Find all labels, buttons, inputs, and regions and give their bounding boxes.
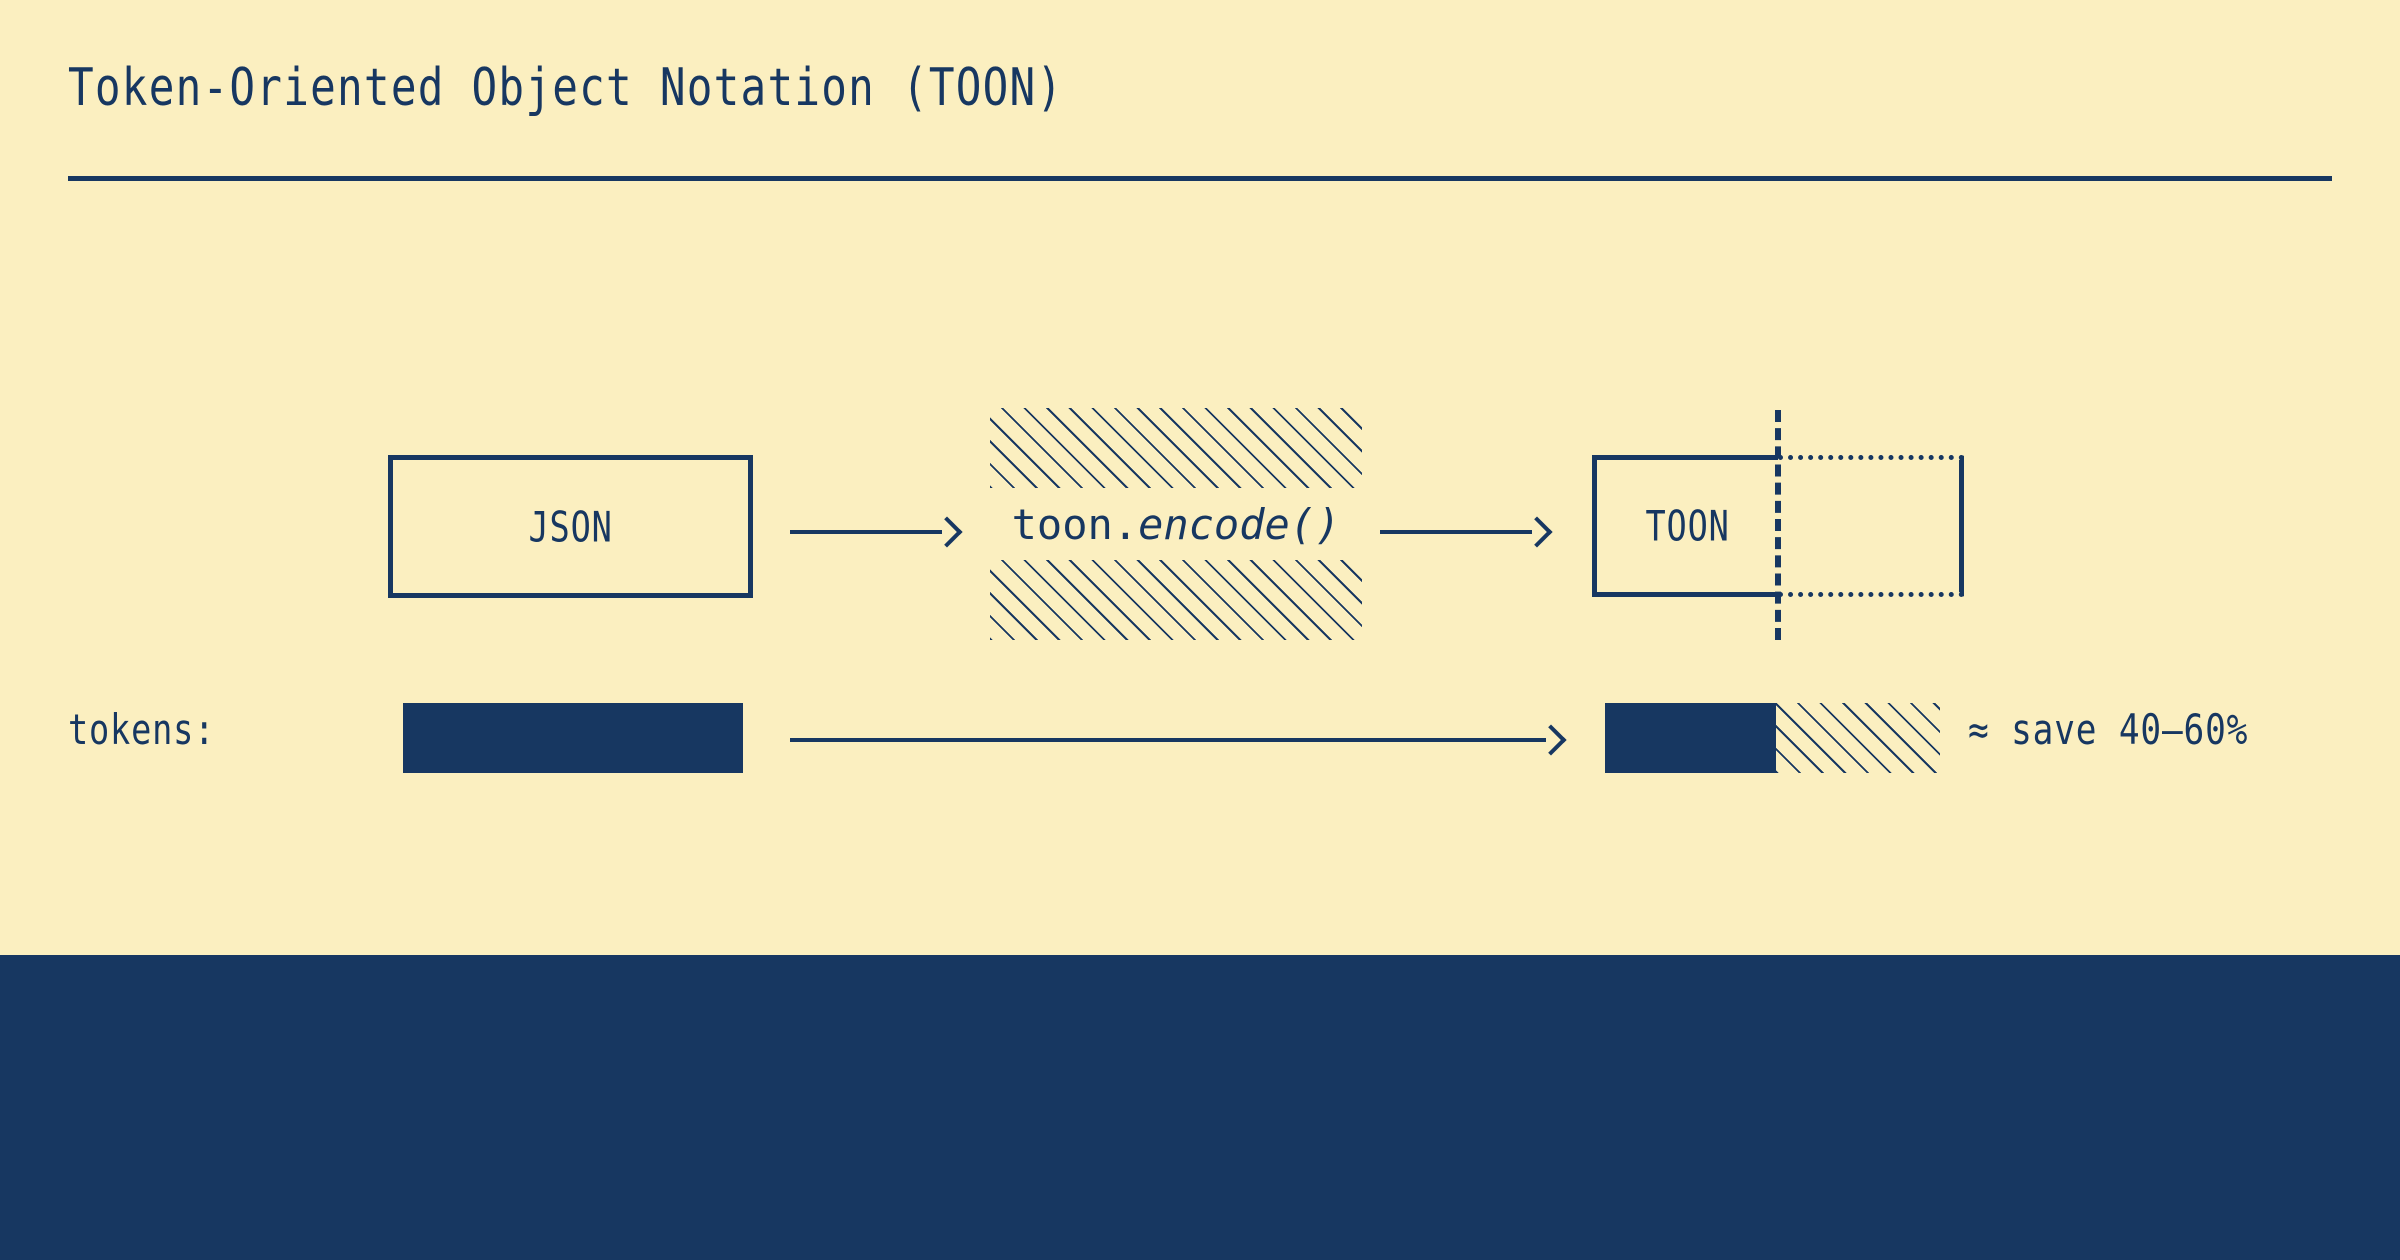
arrow-head (931, 516, 963, 548)
encode-call-label: toon.encode() (990, 488, 1362, 560)
json-box-label: JSON (393, 502, 748, 551)
toon-box-label: TOON (1597, 502, 1778, 551)
toon-box-dashed-divider (1775, 410, 1781, 640)
savings-annotation: ≈ save 40–60% (1968, 705, 2249, 754)
arrow-head (1521, 516, 1553, 548)
toon-box-label-text: TOON (1645, 501, 1730, 551)
tokens-bar-json (403, 703, 743, 773)
title-divider-rule (68, 176, 2332, 181)
hatch-pattern-bottom (990, 560, 1362, 640)
tokens-bar-toon-used (1605, 703, 1776, 773)
arrow-shaft (1380, 530, 1532, 534)
arrow-shaft (790, 530, 942, 534)
toon-target-box-group: TOON (1592, 410, 1964, 640)
sample-band: sample: JSON→{ "tags": ["jazz", "chill",… (0, 955, 2400, 1260)
encode-namespace-text: toon. (1011, 499, 1139, 549)
encode-transform-cell: toon.encode() (990, 408, 1362, 640)
toon-box-dotted-half (1778, 455, 1964, 597)
tokens-bar-toon-saved (1776, 703, 1940, 773)
arrow-head (1535, 724, 1567, 756)
arrow-json-to-encode-icon (790, 512, 963, 552)
encode-function-text: encode() (1138, 499, 1341, 549)
arrow-shaft (790, 738, 1546, 742)
hatch-pattern-top (990, 408, 1362, 488)
json-box-label-text: JSON (528, 502, 613, 551)
toon-box-solid-half: TOON (1592, 455, 1778, 597)
json-source-box: JSON (388, 455, 753, 598)
page-title: Token-Oriented Object Notation (TOON) (68, 58, 1064, 118)
tokens-row-label: tokens: (68, 705, 216, 754)
arrow-tokens-comparison-icon (790, 720, 1567, 760)
arrow-encode-to-toon-icon (1380, 512, 1553, 552)
